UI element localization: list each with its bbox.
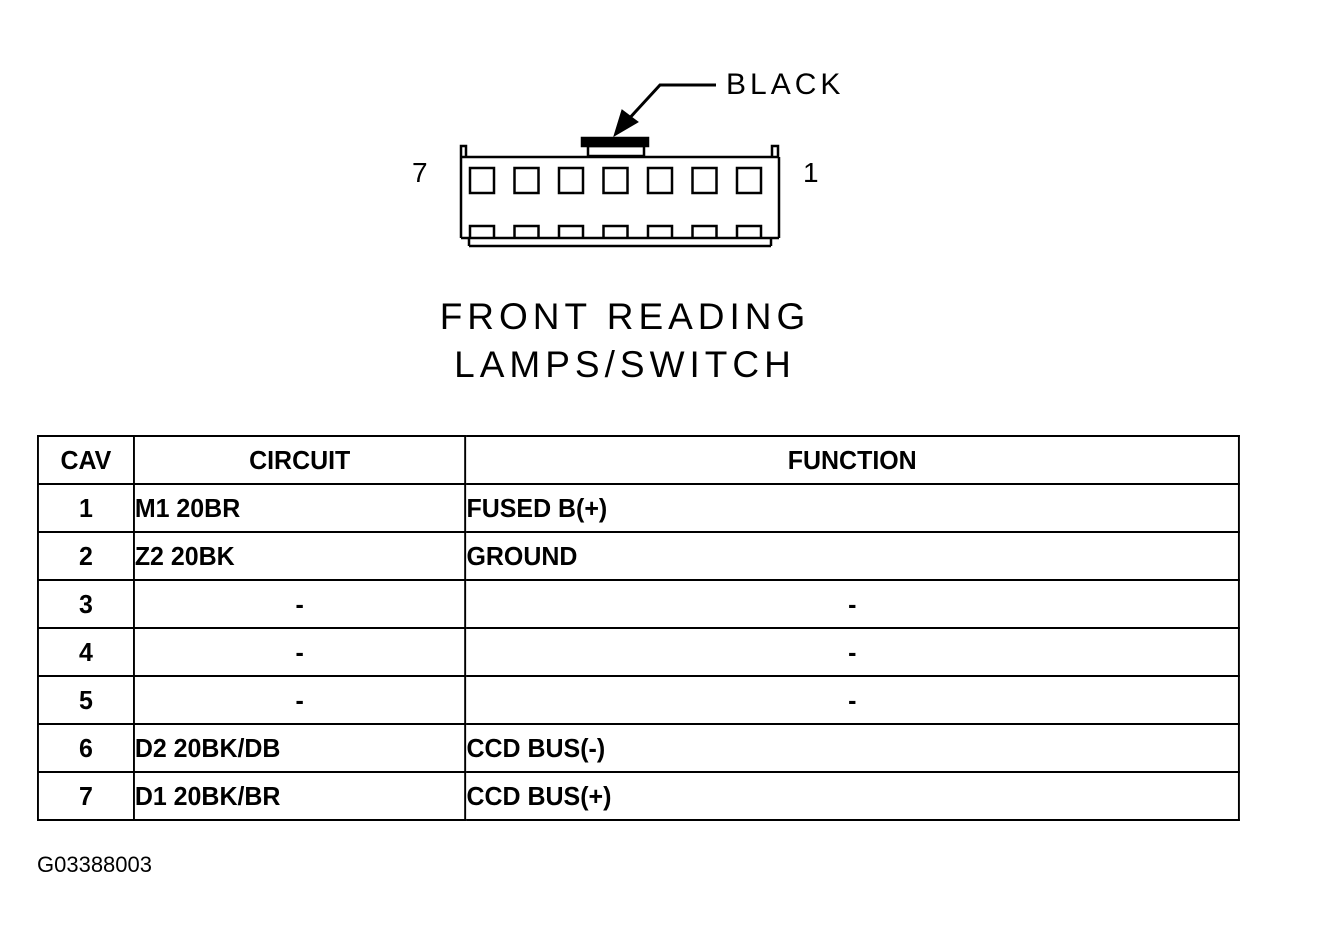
connector-cavities bbox=[468, 166, 763, 238]
circuit-cell: Z2 20BK bbox=[132, 531, 467, 581]
cavity-lower bbox=[735, 224, 763, 238]
table-row: 5-- bbox=[37, 675, 1240, 725]
pin-7-label: 7 bbox=[412, 157, 428, 188]
circuit-cell: D1 20BK/BR bbox=[132, 771, 467, 821]
cavity-upper bbox=[602, 166, 629, 195]
function-cell: - bbox=[464, 627, 1240, 677]
cavity-upper bbox=[557, 166, 585, 195]
table-row: 4-- bbox=[37, 627, 1240, 677]
cavity-upper bbox=[646, 166, 674, 195]
connector-body bbox=[459, 144, 781, 248]
function-cell: CCD BUS(+) bbox=[464, 771, 1240, 821]
function-cell: - bbox=[464, 675, 1240, 725]
function-cell: CCD BUS(-) bbox=[464, 723, 1240, 773]
header-cav: CAV bbox=[37, 435, 135, 485]
cavity-lower bbox=[557, 224, 585, 238]
cav-cell: 4 bbox=[37, 627, 135, 677]
circuit-cell: D2 20BK/DB bbox=[132, 723, 467, 773]
cavity-upper bbox=[513, 166, 540, 195]
table-header-row: CAV CIRCUIT FUNCTION bbox=[37, 435, 1240, 485]
wire-color-label: BLACK bbox=[726, 68, 845, 101]
function-cell: FUSED B(+) bbox=[464, 483, 1240, 533]
cav-cell: 1 bbox=[37, 483, 135, 533]
connector-drawing bbox=[459, 83, 781, 248]
cavity-upper bbox=[468, 166, 496, 195]
circuit-cell: - bbox=[132, 627, 467, 677]
table-row: 3-- bbox=[37, 579, 1240, 629]
cav-cell: 6 bbox=[37, 723, 135, 773]
figure-code: G03388003 bbox=[37, 852, 152, 877]
pin-1-label: 1 bbox=[803, 157, 819, 188]
cavity-lower bbox=[602, 224, 629, 238]
cavity-lower bbox=[513, 224, 540, 238]
cavity-upper bbox=[691, 166, 718, 195]
header-circuit: CIRCUIT bbox=[132, 435, 467, 485]
connector-title-line-2: LAMPS/SWITCH bbox=[454, 344, 796, 385]
cavity-lower bbox=[691, 224, 718, 238]
cavity-lower bbox=[646, 224, 674, 238]
connector-latch bbox=[580, 136, 650, 158]
circuit-cell: - bbox=[132, 675, 467, 725]
cavity-lower bbox=[468, 224, 496, 238]
circuit-cell: - bbox=[132, 579, 467, 629]
arrow-icon bbox=[613, 83, 716, 138]
function-cell: GROUND bbox=[464, 531, 1240, 581]
cav-cell: 5 bbox=[37, 675, 135, 725]
cav-cell: 3 bbox=[37, 579, 135, 629]
cav-cell: 2 bbox=[37, 531, 135, 581]
function-cell: - bbox=[464, 579, 1240, 629]
circuit-cell: M1 20BR bbox=[132, 483, 467, 533]
cavity-upper bbox=[735, 166, 763, 195]
connector-title-line-1: FRONT READING bbox=[439, 296, 811, 337]
cav-cell: 7 bbox=[37, 771, 135, 821]
header-function: FUNCTION bbox=[464, 435, 1240, 485]
